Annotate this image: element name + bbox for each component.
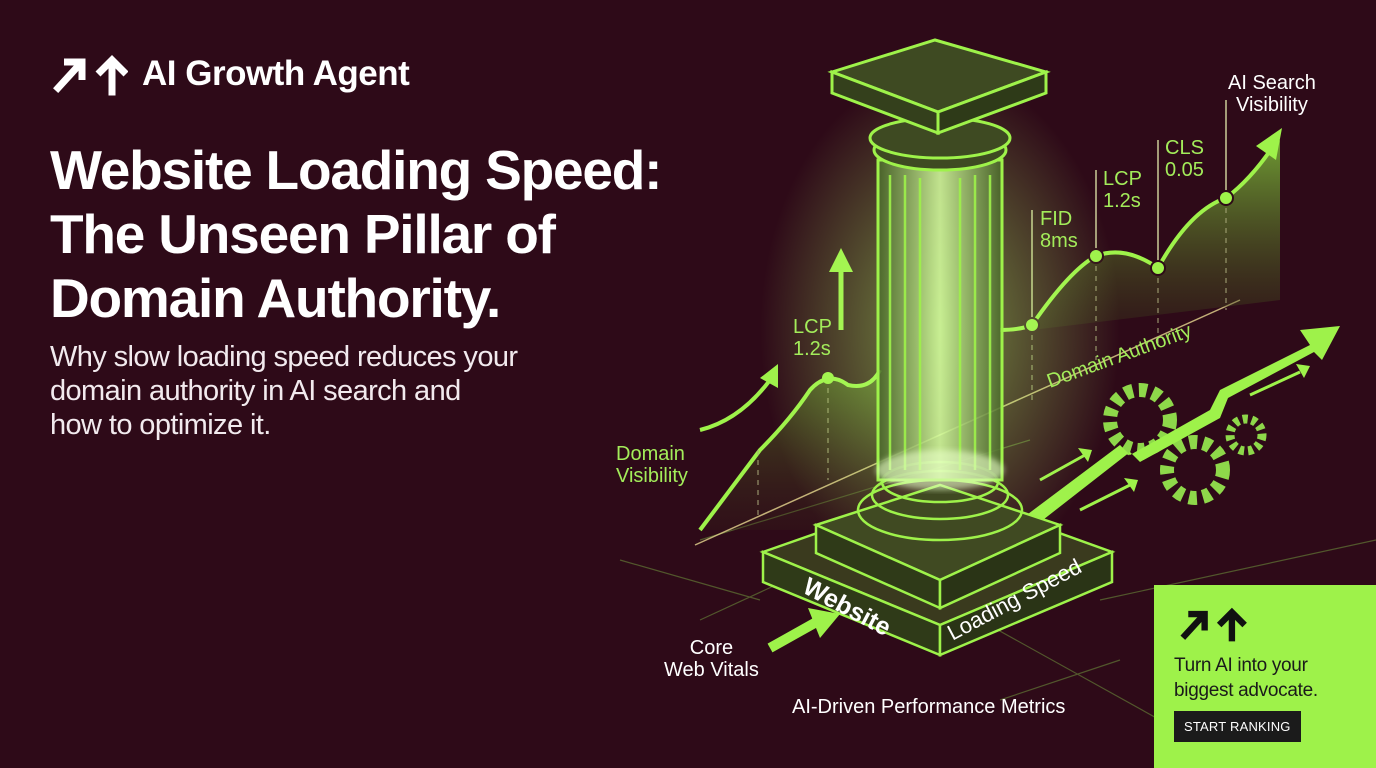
- subtitle-line: Why slow loading speed reduces your: [50, 341, 518, 373]
- title-line: Domain Authority.: [50, 267, 501, 329]
- pillar-capital: [827, 38, 1051, 172]
- pillar-base: [759, 483, 1116, 657]
- title-line: Website Loading Speed:: [50, 139, 662, 201]
- domain-visibility-label: Domain Visibility: [616, 443, 688, 487]
- cta-text: Turn AI into your biggest advocate.: [1174, 655, 1318, 701]
- pillar-shaft: [878, 160, 1002, 480]
- cls-label: CLS 0.05: [1165, 137, 1204, 181]
- title-line: The Unseen Pillar of: [50, 203, 556, 265]
- start-ranking-button[interactable]: START RANKING: [1174, 711, 1301, 742]
- subtitle: Why slow loading speed reduces your doma…: [50, 340, 650, 442]
- ai-visibility-point: [1218, 190, 1234, 206]
- lcp-label: LCP 1.2s: [1103, 168, 1142, 212]
- left-lcp-label: LCP 1.2s: [793, 316, 832, 360]
- bottom-caption: AI-Driven Performance Metrics: [792, 696, 1066, 718]
- fid-label: FID 8ms: [1040, 208, 1078, 252]
- brand-name: AI Growth Agent: [142, 54, 410, 93]
- subtitle-line: domain authority in AI search and: [50, 375, 461, 407]
- page-title: Website Loading Speed: The Unseen Pillar…: [50, 138, 810, 330]
- brand: AI Growth Agent: [50, 52, 410, 96]
- core-web-vitals-label: Core Web Vitals: [664, 637, 759, 681]
- ai-search-visibility-label: AI Search Visibility: [1228, 72, 1316, 116]
- subtitle-line: how to optimize it.: [50, 409, 271, 441]
- cta-card: Turn AI into your biggest advocate. STAR…: [1154, 585, 1376, 768]
- growth-logo-icon: [53, 55, 128, 96]
- growth-logo-icon: [1180, 607, 1247, 642]
- cls-point: [1150, 260, 1166, 276]
